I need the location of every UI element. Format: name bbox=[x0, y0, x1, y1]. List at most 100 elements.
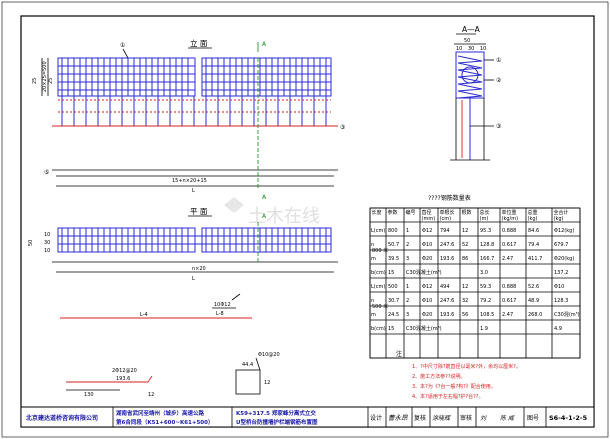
table-cell: Φ20 bbox=[422, 256, 432, 262]
watermark-text: 土木在线 bbox=[248, 206, 320, 227]
table-unit-cell: (m) bbox=[480, 216, 489, 222]
table-cell: 52.6 bbox=[528, 284, 539, 290]
elevation-callout-5: ⑤ bbox=[44, 169, 49, 176]
table-cell: 52 bbox=[462, 242, 468, 248]
table-cell: C30混凝土(m³) bbox=[406, 269, 442, 276]
table-cell: Φ10 bbox=[554, 284, 564, 290]
elevation-section-mark: A bbox=[262, 41, 267, 48]
table-cell: b(cm) bbox=[371, 270, 386, 276]
table-cell: 2.47 bbox=[502, 312, 513, 318]
note-4: 4、本?适用于左右幅?护?台??。 bbox=[412, 393, 483, 400]
table-cell: C30混(m³) bbox=[554, 311, 580, 318]
table-group-label: 500 米 bbox=[372, 303, 388, 310]
plan-sub-dim-1: 10 bbox=[44, 232, 50, 238]
table-header-cell: 总重 bbox=[528, 209, 538, 216]
section-sub-dim-1: 10 bbox=[456, 46, 462, 52]
table-cell: Φ20 bbox=[422, 312, 432, 318]
section-sub-dim-2: 30 bbox=[468, 46, 474, 52]
table-cell: L(cm) bbox=[371, 228, 385, 234]
table-cell: Φ10 bbox=[422, 298, 432, 304]
table-unit-cell: (mm) bbox=[422, 216, 436, 222]
table-cell: 0.617 bbox=[502, 242, 516, 248]
table-header-cell: 编号 bbox=[406, 209, 416, 216]
elevation-horizontal-bars bbox=[58, 65, 331, 113]
company-name: 北京建达道桥咨询有限公司 bbox=[26, 414, 98, 422]
table-cell: n bbox=[371, 242, 374, 248]
elevation-title: 立 面 bbox=[190, 38, 208, 48]
plan-sub-dim-3: 10 bbox=[44, 248, 50, 254]
section-sub-dim-3: 10 bbox=[480, 46, 486, 52]
table-cell: n bbox=[371, 298, 374, 304]
section-view: A—A 50 10 30 10 ① ② ③ bbox=[450, 25, 502, 161]
plan-sub-dim-2: 30 bbox=[44, 240, 50, 246]
table-cell: m bbox=[371, 256, 376, 262]
table-header-cell: 总长 bbox=[480, 209, 490, 216]
svg-text:A: A bbox=[262, 194, 267, 201]
plan-cage-left bbox=[57, 227, 196, 253]
table-cell: 193.6 bbox=[440, 312, 454, 318]
watermark-logo-icon bbox=[224, 197, 244, 213]
elevation-left-dim-3: 25 bbox=[48, 78, 54, 84]
plan-dim-L: L bbox=[192, 276, 195, 282]
table-cell: 794 bbox=[440, 228, 450, 234]
stirrup-dim-side: 12 bbox=[264, 380, 270, 386]
table-cell: 800 bbox=[388, 228, 398, 234]
check-signature: 刘 bbox=[480, 414, 487, 422]
elevation-cage-left bbox=[57, 57, 196, 97]
bar-4-label: L-4 bbox=[140, 312, 148, 318]
table-cell: 494 bbox=[440, 284, 450, 290]
table-cell: 84.6 bbox=[528, 228, 539, 234]
section-callout-1: ① bbox=[496, 57, 501, 64]
table-header-cell: 长度 bbox=[372, 209, 382, 216]
plan-dim-total: n×20 bbox=[192, 266, 206, 272]
approve-signature: 陈 威 bbox=[500, 414, 515, 422]
bar-2-label: 2Φ12@20 bbox=[112, 368, 137, 374]
notes: 注 1、?中尺寸除?筋直径以毫米?外，余均以厘米?。 2、施工方法参??说明。 … bbox=[396, 350, 521, 400]
watermark: 土木在线 bbox=[224, 197, 320, 227]
table-cell: Φ12 bbox=[422, 228, 432, 234]
table-cell: 108.5 bbox=[480, 312, 494, 318]
table-cell: Φ20(kg) bbox=[554, 256, 574, 262]
notes-heading: 注 bbox=[396, 350, 402, 358]
review-signature: 涂晓辉 bbox=[432, 414, 451, 422]
table-cell: 0.888 bbox=[502, 284, 516, 290]
title-block: 北京建达道桥咨询有限公司 湖南省武冈至靖州（城步）高速公路 第6合同段（K51+… bbox=[20, 406, 595, 428]
table-cell: Φ10 bbox=[422, 242, 432, 248]
section-title: A—A bbox=[462, 25, 481, 34]
plan-view: 平 面 A n×20 L 50 10 30 10 bbox=[28, 207, 338, 282]
section-stirrup-spiral bbox=[457, 55, 483, 99]
table-cell: 32 bbox=[462, 298, 468, 304]
design-signature: 曹永昂 bbox=[388, 414, 408, 422]
table-header-cell: 单根长 bbox=[440, 209, 455, 216]
bar-2-length: 193.6 bbox=[116, 376, 130, 382]
stirrup-detail bbox=[235, 369, 261, 395]
table-unit-cell: (kg/m) bbox=[502, 216, 519, 222]
table-cell: 500 bbox=[388, 284, 398, 290]
table-cell: C30混凝土(m³) bbox=[406, 325, 442, 332]
check-label: 审核 bbox=[460, 414, 472, 422]
table-cell: 48.9 bbox=[528, 298, 539, 304]
table-cell: 15 bbox=[388, 270, 394, 276]
plan-left-dim: 50 bbox=[28, 240, 34, 246]
table-cell: 247.6 bbox=[440, 242, 454, 248]
note-2: 2、施工方法参??说明。 bbox=[412, 373, 466, 380]
table-cell: 56 bbox=[462, 312, 468, 318]
table-header-cell: 根数 bbox=[462, 209, 472, 216]
table-cell: 128.8 bbox=[480, 242, 494, 248]
table-cell: 1 bbox=[406, 284, 409, 290]
table-cell: 679.7 bbox=[554, 242, 568, 248]
section-callout-3: ③ bbox=[496, 123, 501, 130]
table-cell: 50.7 bbox=[388, 242, 399, 248]
table-header-cell: 全合计 bbox=[554, 209, 569, 216]
bar-2-dim-1: 130 bbox=[84, 392, 94, 398]
bar-5-label: 10Φ12 bbox=[214, 302, 231, 308]
table-cell: 1 bbox=[406, 228, 409, 234]
note-1: 1、?中尺寸除?筋直径以毫米?外，余均以厘米?。 bbox=[412, 363, 521, 370]
project-section: 第6合同段（K51+600~K61+500） bbox=[116, 418, 213, 426]
plan-title: 平 面 bbox=[190, 207, 208, 216]
stirrup-label: Φ10@20 bbox=[258, 352, 280, 358]
table-cell: 12 bbox=[462, 228, 468, 234]
stirrup-dim-top: 44.4 bbox=[242, 362, 253, 368]
elevation-callout-1: ① bbox=[120, 42, 125, 49]
